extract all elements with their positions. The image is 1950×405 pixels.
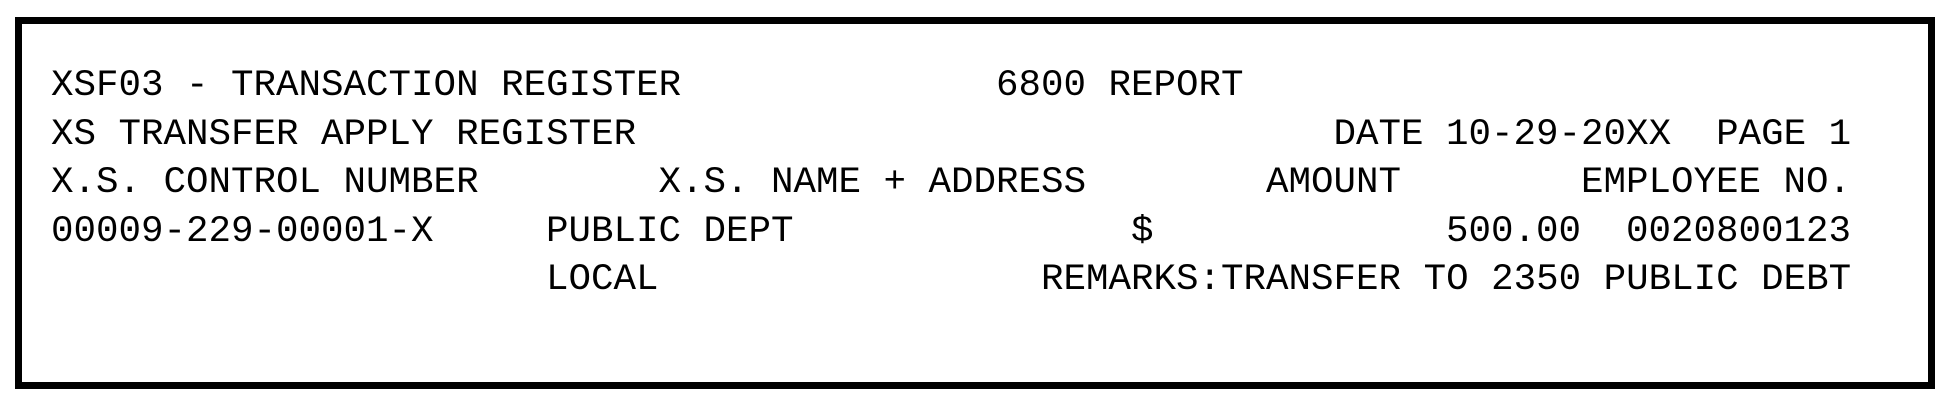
record-amount: 500.00 — [1446, 211, 1582, 253]
page-number: 1 — [1828, 114, 1852, 156]
report-subtitle-row: XS TRANSFER APPLY REGISTER DATE 10-29-20… — [51, 116, 1851, 154]
report-name: 6800 REPORT — [996, 65, 1244, 107]
remarks-label: REMARKS: — [1041, 259, 1222, 301]
report-frame — [15, 17, 1935, 389]
report-title-row: XSF03 - TRANSACTION REGISTER 6800 REPORT — [51, 67, 1851, 105]
page-label: PAGE — [1716, 114, 1807, 156]
column-header-row: X.S. CONTROL NUMBER X.S. NAME + ADDRESS … — [51, 164, 1851, 202]
record-employee-no: 0020800123 — [1626, 211, 1852, 253]
record-row: 00009-229-00001-X PUBLIC DEPT $ 500.00 0… — [51, 213, 1851, 251]
remarks-text: TRANSFER TO 2350 PUBLIC DEBT — [1221, 259, 1852, 301]
transaction-register-report: XSF03 - TRANSACTION REGISTER 6800 REPORT… — [51, 67, 1851, 327]
date-label: DATE — [1333, 114, 1424, 156]
record-currency-symbol: $ — [1131, 211, 1154, 253]
record-name: PUBLIC DEPT — [546, 211, 794, 253]
column-header-amount: AMOUNT — [1266, 162, 1402, 204]
date-value: 10-29-20XX — [1446, 114, 1672, 156]
record-remarks: REMARKS:TRANSFER TO 2350 PUBLIC DEBT — [1041, 261, 1851, 299]
report-subtitle: XS TRANSFER APPLY REGISTER — [51, 114, 637, 156]
record-address: LOCAL — [546, 259, 659, 301]
record-detail-row: LOCAL REMARKS:TRANSFER TO 2350 PUBLIC DE… — [51, 261, 1851, 299]
column-header-name-address: X.S. NAME + ADDRESS — [658, 162, 1087, 204]
record-control-number: 00009-229-00001-X — [51, 211, 434, 253]
column-header-employee-no: EMPLOYEE NO. — [1581, 162, 1852, 204]
column-header-control-number: X.S. CONTROL NUMBER — [51, 162, 479, 204]
report-date-page: DATE 10-29-20XX PAGE 1 — [1334, 116, 1852, 154]
program-title: XSF03 - TRANSACTION REGISTER — [51, 65, 682, 107]
